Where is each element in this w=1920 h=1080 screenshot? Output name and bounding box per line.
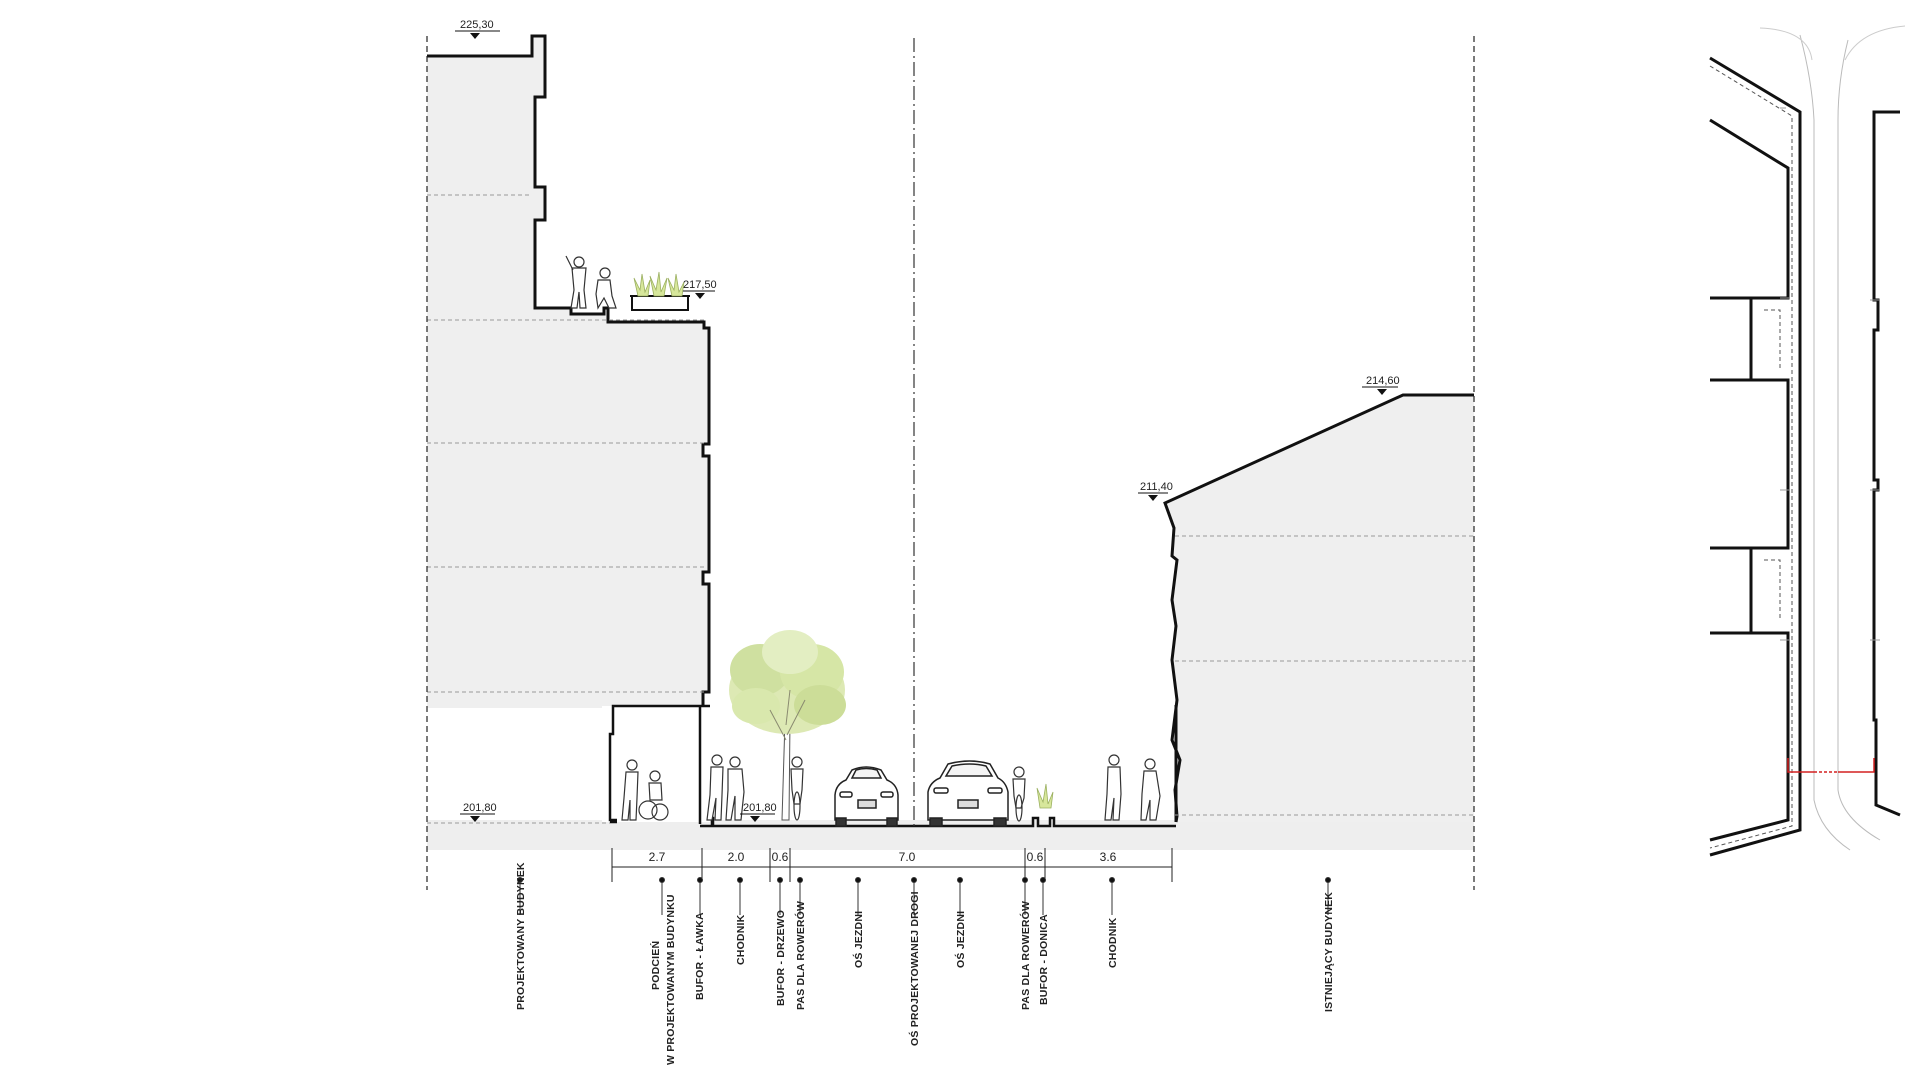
- dim-chodnik-left: 2.0: [728, 850, 745, 864]
- label-os-jezdni-left: OŚ JEZDNI: [852, 911, 865, 968]
- svg-text:201,80: 201,80: [463, 802, 497, 814]
- elevation-marker-terrace: 217,50: [683, 279, 717, 299]
- label-os-drogi: OŚ PROJEKTOWANEJ DROGI: [908, 891, 921, 1046]
- terrace-planter: [631, 295, 689, 311]
- arcade-void: [602, 706, 710, 822]
- svg-text:214,60: 214,60: [1366, 375, 1400, 387]
- label-leaders: [517, 877, 1331, 915]
- label-pas-rowerow-left: PAS DLA ROWERÓW: [794, 901, 807, 1010]
- terrace-grass: [633, 271, 685, 297]
- section-cut-marker: [1787, 758, 1875, 773]
- svg-text:211,40: 211,40: [1140, 481, 1173, 493]
- label-bufor-lawka: BUFOR - ŁAWKA: [694, 912, 706, 1000]
- elevation-marker-top-left: 225,30: [455, 19, 500, 39]
- floor-lines-right: [1175, 535, 1474, 816]
- dim-bufor-donica: 0.6: [1027, 850, 1044, 864]
- elevation-marker-right-ridge: 214,60: [1362, 375, 1400, 395]
- svg-text:201,80: 201,80: [743, 802, 777, 814]
- car-left: [834, 766, 899, 827]
- label-istniejacy: ISTNIEJĄCY BUDYNEK: [1323, 892, 1335, 1012]
- dimension-line: [611, 848, 1173, 882]
- label-chodnik-left: CHODNIK: [735, 914, 747, 965]
- arcade-outline: [608, 704, 710, 824]
- existing-building: [1165, 395, 1474, 822]
- projected-building: [427, 36, 709, 708]
- label-pas-rowerow-right: PAS DLA ROWERÓW: [1019, 901, 1032, 1010]
- label-bufor-drzewo: BUFOR - DRZEWO: [775, 910, 787, 1006]
- section-labels: PROJEKTOWANY BUDYNEK PODCIEŃ W PROJEKTOW…: [515, 862, 1335, 1065]
- dim-chodnik-right: 3.6: [1100, 850, 1117, 864]
- label-podcien-2: W PROJEKTOWANYM BUDYNKU: [665, 894, 677, 1065]
- street-tree: [729, 630, 846, 821]
- label-bufor-donica: BUFOR - DONICA: [1038, 914, 1050, 1005]
- elevation-marker-ground-center: 201,80: [740, 802, 777, 822]
- label-podcien-1: PODCIEŃ: [649, 941, 662, 990]
- dim-bufor-drzewo: 0.6: [772, 850, 789, 864]
- donica-grass: [1036, 783, 1054, 809]
- label-chodnik-right: CHODNIK: [1107, 917, 1119, 968]
- dimension-values: 2.7 2.0 0.6 7.0 0.6 3.6: [649, 850, 1117, 864]
- svg-text:225,30: 225,30: [460, 19, 494, 31]
- floor-lines-left: [427, 194, 705, 824]
- elevation-marker-right-eave: 211,40: [1138, 481, 1173, 501]
- dim-jezdnia: 7.0: [899, 850, 916, 864]
- people-figures: [565, 255, 1161, 822]
- ground-band: [427, 820, 1474, 850]
- label-projektowany: PROJEKTOWANY BUDYNEK: [515, 862, 527, 1010]
- svg-text:217,50: 217,50: [683, 279, 717, 291]
- elevation-marker-ground-left: 201,80: [460, 802, 497, 822]
- projected-building-outline: [427, 34, 711, 708]
- site-plan-fragment: [1709, 25, 1906, 857]
- dim-podcien: 2.7: [649, 850, 666, 864]
- label-os-jezdni-right: OŚ JEZDNI: [954, 911, 967, 968]
- car-right: [927, 760, 1009, 827]
